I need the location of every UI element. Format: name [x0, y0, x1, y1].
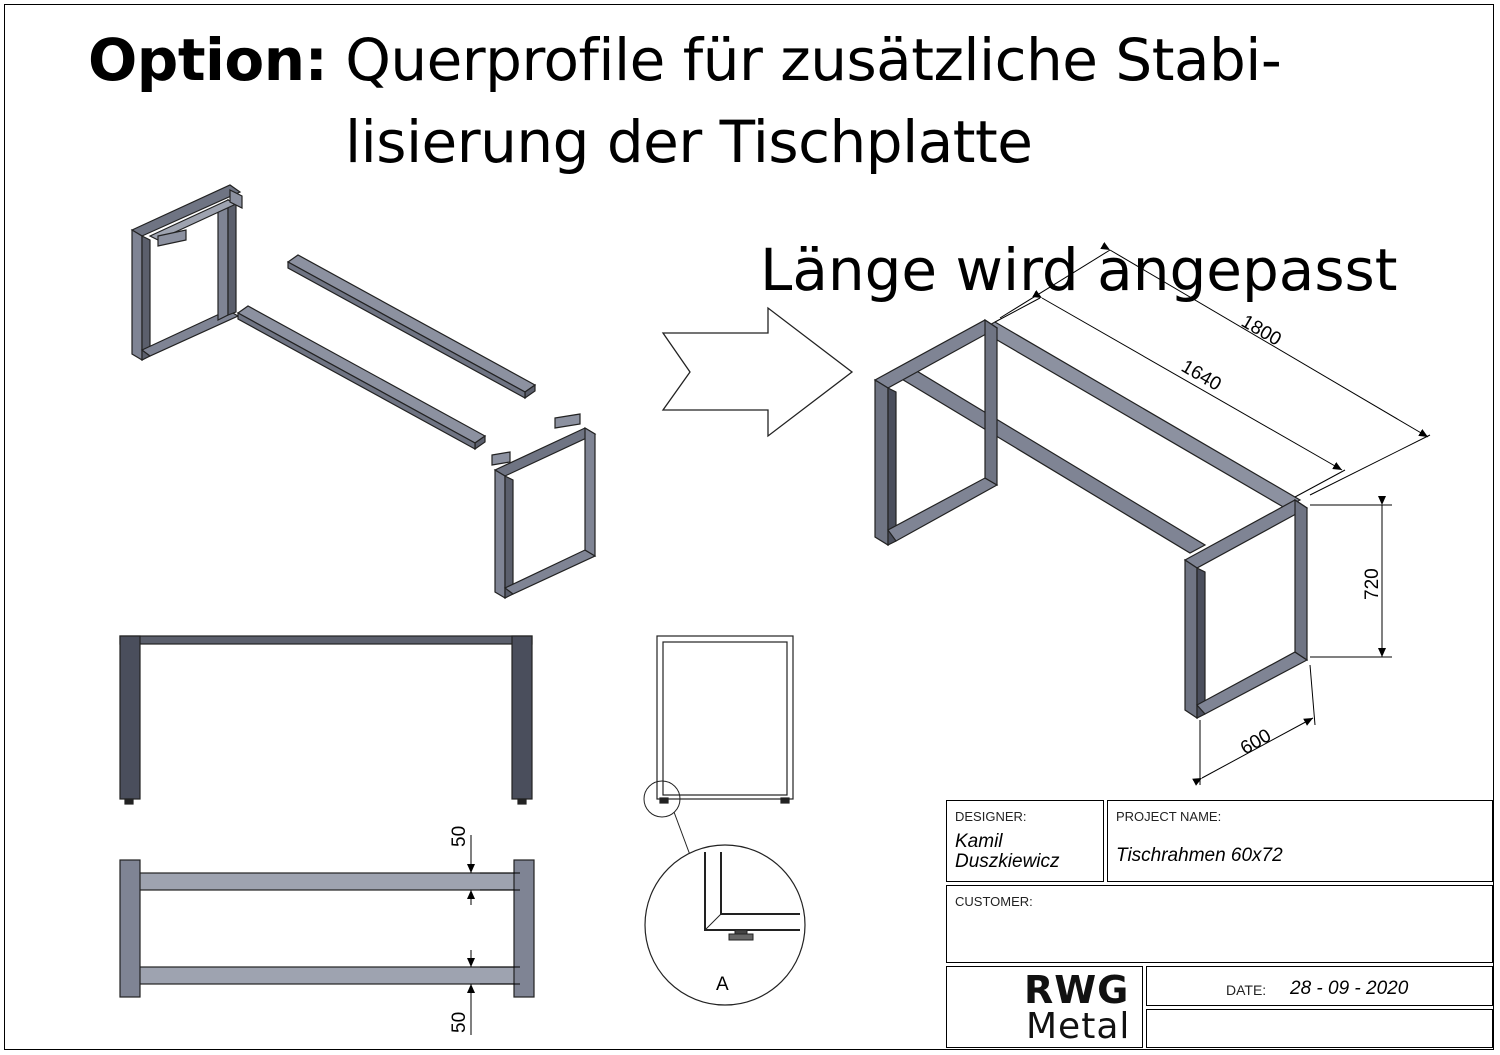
empty-cell — [1146, 1009, 1493, 1048]
designer-label: DESIGNER: — [955, 809, 1027, 824]
assembled-view — [873, 318, 1309, 720]
date-label: DATE: — [1226, 982, 1267, 998]
right-frame-assembled — [1183, 498, 1309, 720]
dim-1800: 1800 — [1238, 311, 1285, 350]
date-value: 28 - 09 - 2020 — [1290, 978, 1409, 999]
arrow-shape — [661, 306, 854, 438]
top-view — [119, 859, 535, 998]
top-view-dimensions — [467, 835, 520, 1035]
page-title-line1: Option: Querprofile für zusätzliche Stab… — [88, 26, 1282, 94]
dim-50-bottom: 50 — [449, 1012, 470, 1033]
exploded-view — [130, 184, 597, 600]
title-rest: Querprofile für zusätzliche Stabi- — [345, 26, 1282, 94]
right-frame-exploded — [491, 413, 597, 600]
page-title-line2: lisierung der Tischplatte — [345, 108, 1033, 176]
project-label: PROJECT NAME: — [1116, 809, 1222, 824]
dim-600: 600 — [1237, 725, 1275, 759]
dimension-lines — [994, 241, 1431, 786]
dim-720: 720 — [1362, 568, 1383, 600]
side-elevation — [656, 635, 794, 804]
designer-name-line1: Kamil — [955, 831, 1003, 852]
top-bar-front — [898, 369, 1207, 554]
dim-50-top: 50 — [449, 826, 470, 847]
top-bar-back — [978, 321, 1302, 509]
left-frame-exploded — [130, 184, 243, 362]
date-cell — [1146, 966, 1493, 1006]
left-frame-assembled — [873, 318, 999, 547]
logo-cell — [946, 966, 1143, 1048]
designer-name-line2: Duszkiewicz — [955, 851, 1060, 872]
title-bold: Option: — [88, 26, 328, 94]
cross-profile-2 — [236, 305, 487, 451]
front-elevation — [119, 635, 533, 805]
customer-label: CUSTOMER: — [955, 894, 1033, 909]
project-cell: PROJECT NAME: Tischrahmen 60x72 — [1107, 800, 1493, 882]
detail-marker — [643, 780, 681, 818]
project-name: Tischrahmen 60x72 — [1116, 845, 1283, 866]
detail-leader — [673, 811, 691, 856]
logo-text-metal: Metal — [1026, 1006, 1131, 1047]
detail-a — [644, 844, 806, 1006]
drawing-frame — [4, 4, 1494, 1050]
detail-a-label: A — [716, 974, 729, 995]
customer-cell: CUSTOMER: — [946, 885, 1493, 963]
cross-profile-1 — [286, 254, 537, 400]
logo-text-rwg: RWG — [1024, 968, 1130, 1012]
designer-cell: DESIGNER: Kamil Duszkiewicz — [946, 800, 1104, 882]
